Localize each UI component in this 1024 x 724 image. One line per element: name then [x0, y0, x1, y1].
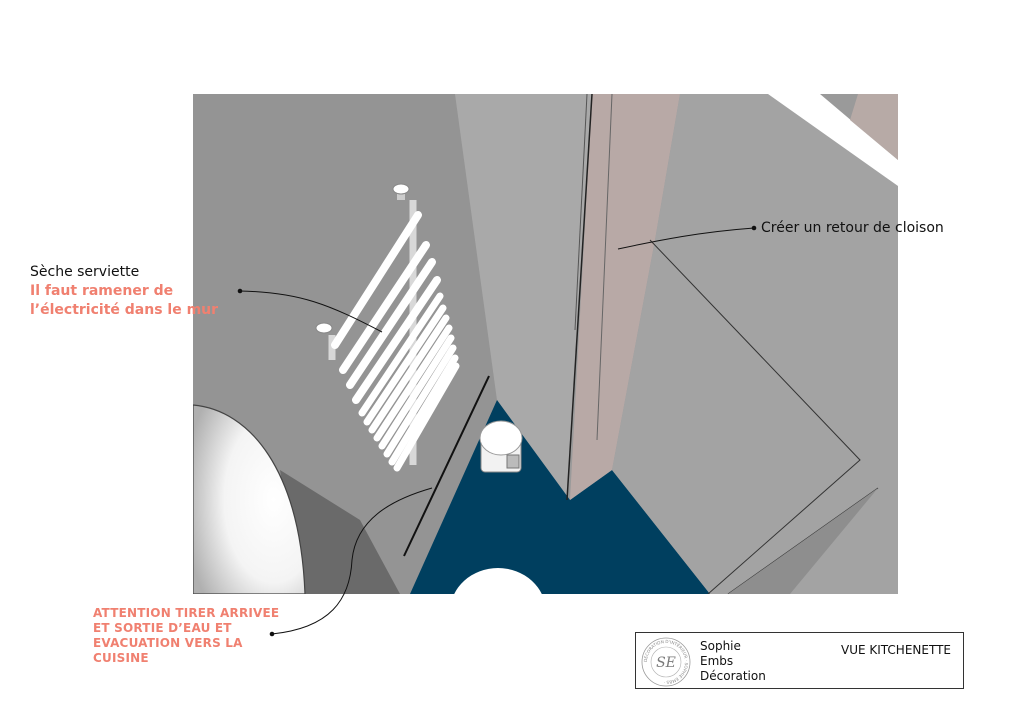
center-wall: [455, 94, 592, 500]
leader-dot-partition: [751, 225, 757, 231]
company-line-1: Sophie: [700, 639, 741, 653]
leader-water: [271, 487, 433, 635]
partition-return: [570, 94, 680, 500]
pipe-line: [403, 375, 490, 557]
right-wall: [612, 94, 898, 594]
leader-partition: [617, 227, 755, 250]
leader-lines: [237, 225, 757, 637]
shower-tray-side: [280, 470, 400, 594]
cabinet-shadow: [728, 488, 878, 594]
svg-text:SE: SE: [656, 655, 676, 671]
corner-edge: [566, 94, 593, 501]
company-line-2: Embs: [700, 654, 734, 668]
render-viewport: [193, 94, 898, 594]
company-logo: DÉCORATION D'INTÉRIEUR · SOPHIE EMBS · S…: [641, 637, 691, 687]
towel-rail-title: Sèche serviette: [30, 264, 140, 280]
corner-edge-2: [574, 94, 588, 331]
towel-rail-note: Il faut ramener de l’électricité dans le…: [30, 283, 219, 318]
corner-return-top: [850, 94, 898, 160]
water-warning: ATTENTION TIRER ARRIVEE ET SORTIE D’EAU …: [93, 606, 280, 665]
towel-rail: [315, 183, 460, 472]
partition-note: Créer un retour de cloison: [761, 220, 944, 236]
leader-dot-water: [269, 631, 275, 637]
ceiling-beam: [768, 94, 898, 186]
round-basin: [193, 404, 306, 594]
leader-towel-rail: [239, 290, 383, 333]
partition-edge: [596, 94, 613, 441]
view-title: VUE KITCHENETTE: [841, 643, 951, 657]
company-line-3: Décoration: [700, 669, 766, 683]
cabinet-outline: [649, 239, 861, 594]
title-block: DÉCORATION D'INTÉRIEUR · SOPHIE EMBS · S…: [635, 632, 964, 689]
toilet-seat: [454, 568, 542, 594]
pedal-bin: [479, 420, 523, 473]
leader-dot-towel-rail: [237, 288, 243, 294]
company-name: Sophie Embs Décoration: [700, 639, 766, 684]
